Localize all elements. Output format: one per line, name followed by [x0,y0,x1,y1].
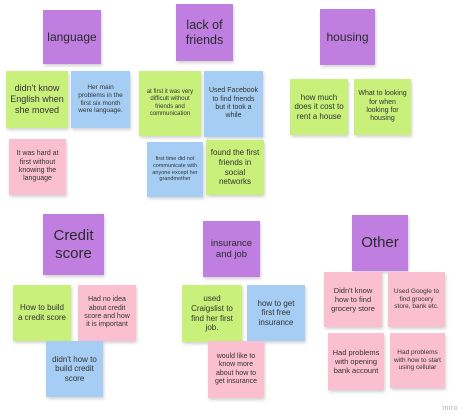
sticky-header-other[interactable]: Other [352,215,408,271]
sticky-note[interactable]: It was hard at first without knowing the… [9,139,66,195]
sticky-note[interactable]: how to get first free insurance [247,285,305,341]
sticky-note[interactable]: didn't know English when she moved [6,71,68,128]
sticky-note[interactable]: Had no idea about credit score and how i… [78,285,136,341]
sticky-note[interactable]: found the first friends in social networ… [206,140,264,195]
sticky-header-housing[interactable]: housing [320,9,375,65]
sticky-header-language[interactable]: language [43,10,101,64]
sticky-note[interactable]: Had problems with how to start using cel… [390,333,445,388]
sticky-note[interactable]: Her main problems in the first six month… [71,71,130,128]
sticky-header-lack-of-friends[interactable]: lack of friends [176,4,233,61]
sticky-header-insurance-and-job[interactable]: insurance and job [203,221,260,277]
sticky-note[interactable]: How to build a credit score [13,285,71,341]
sticky-note[interactable]: Didn't know how to find grocery store [324,272,382,327]
sticky-note[interactable]: didn't how to build credit score [46,341,103,397]
sticky-note[interactable]: Had problems with opening bank account [328,333,384,390]
sticky-note[interactable]: how much does it cost to rent a house [290,79,348,135]
sticky-note[interactable]: used Craigslist to find her first job. [182,285,242,342]
sticky-note[interactable]: Used Google to find grocery store, bank … [388,272,445,327]
miro-watermark: miro [442,405,458,412]
sticky-note[interactable]: What to looking for when looking for hou… [354,79,411,135]
sticky-note[interactable]: at first it was very difficult without f… [139,71,201,136]
sticky-note[interactable]: first time did not communicate with anyo… [147,142,203,197]
sticky-header-credit-score[interactable]: Credit score [43,214,104,275]
sticky-note[interactable]: would like to know more about how to get… [208,341,264,398]
sticky-note[interactable]: Used Facebook to find friends but it too… [204,71,263,137]
